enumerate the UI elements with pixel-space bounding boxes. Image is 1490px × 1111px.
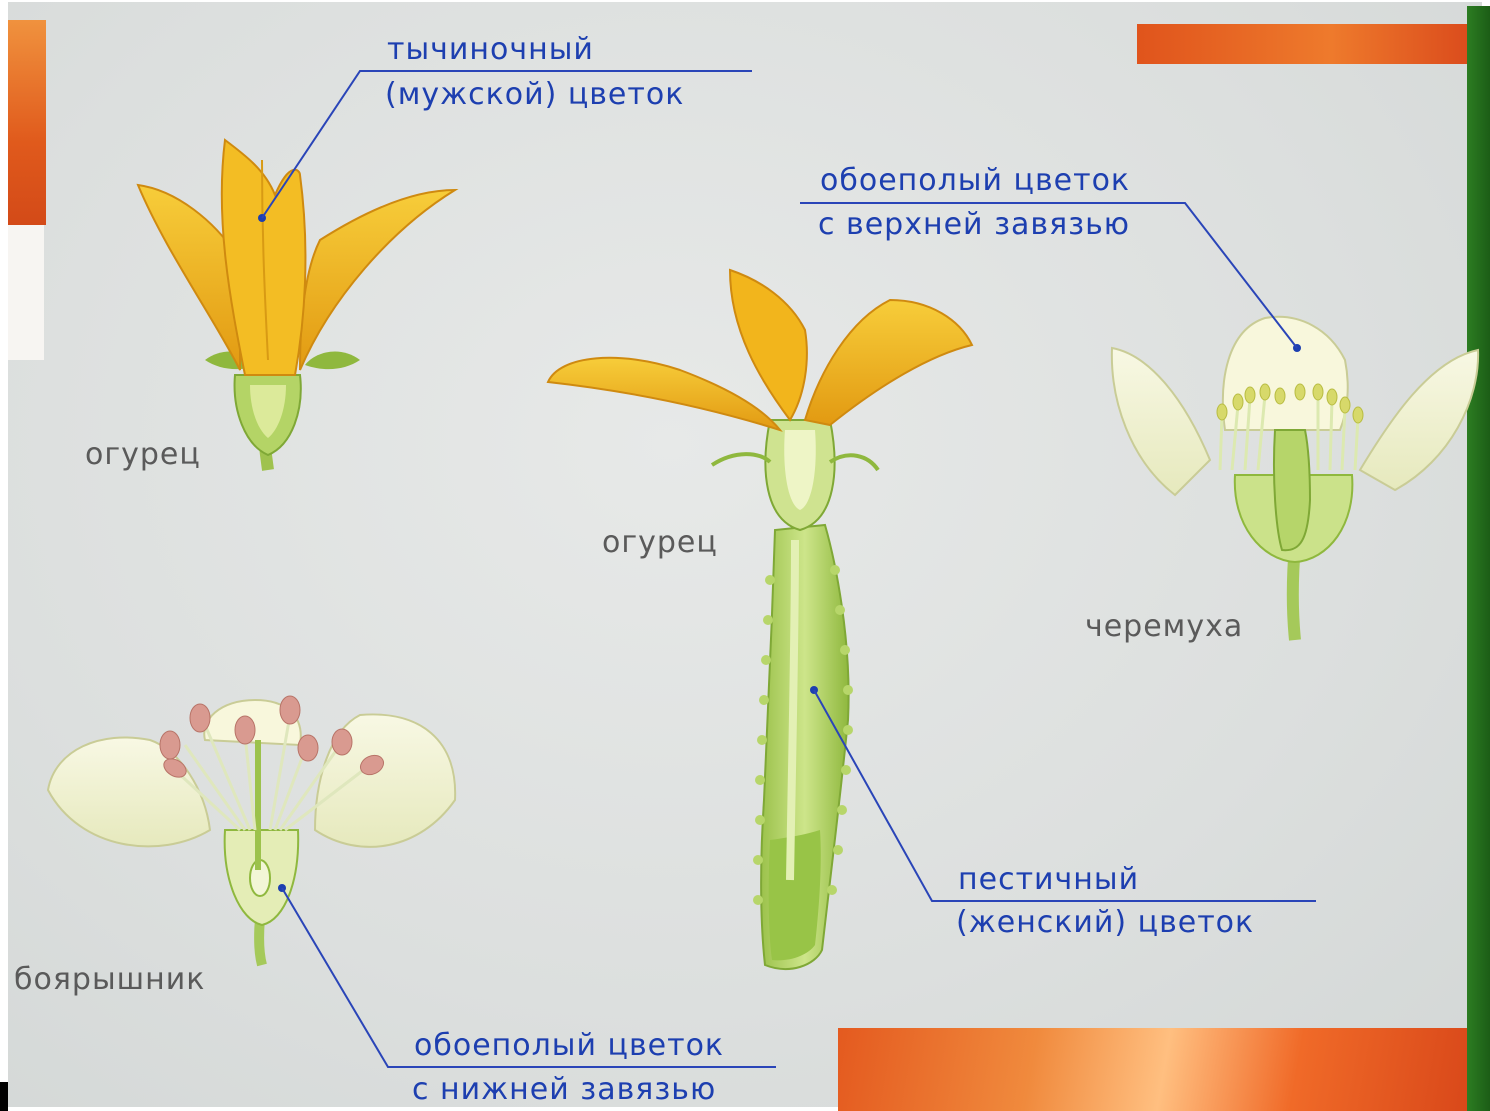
cucumber-female-flower (548, 270, 972, 969)
label-bisexual-lower-line2: с нижней завязью (412, 1075, 716, 1105)
label-staminate-line2: (мужской) цветок (385, 80, 684, 110)
cucumber-male-flower (138, 140, 455, 470)
label-pistillate-line1: пестичный (958, 865, 1139, 895)
plant-name-cucumber-female: огурец (602, 528, 718, 558)
plant-name-bird-cherry: черемуха (1085, 612, 1243, 642)
label-bisexual-upper-line2: с верхней завязью (818, 210, 1130, 240)
label-pistillate-line2: (женский) цветок (956, 908, 1254, 938)
hawthorn-flower (48, 696, 455, 965)
label-bisexual-lower-line1: обоеполый цветок (414, 1031, 724, 1061)
label-bisexual-upper-line1: обоеполый цветок (820, 166, 1130, 196)
plant-name-cucumber-male: огурец (85, 440, 201, 470)
plant-name-hawthorn: боярышник (14, 965, 205, 995)
label-staminate-line1: тычиночный (387, 35, 594, 65)
bird-cherry-flower (1112, 317, 1478, 640)
